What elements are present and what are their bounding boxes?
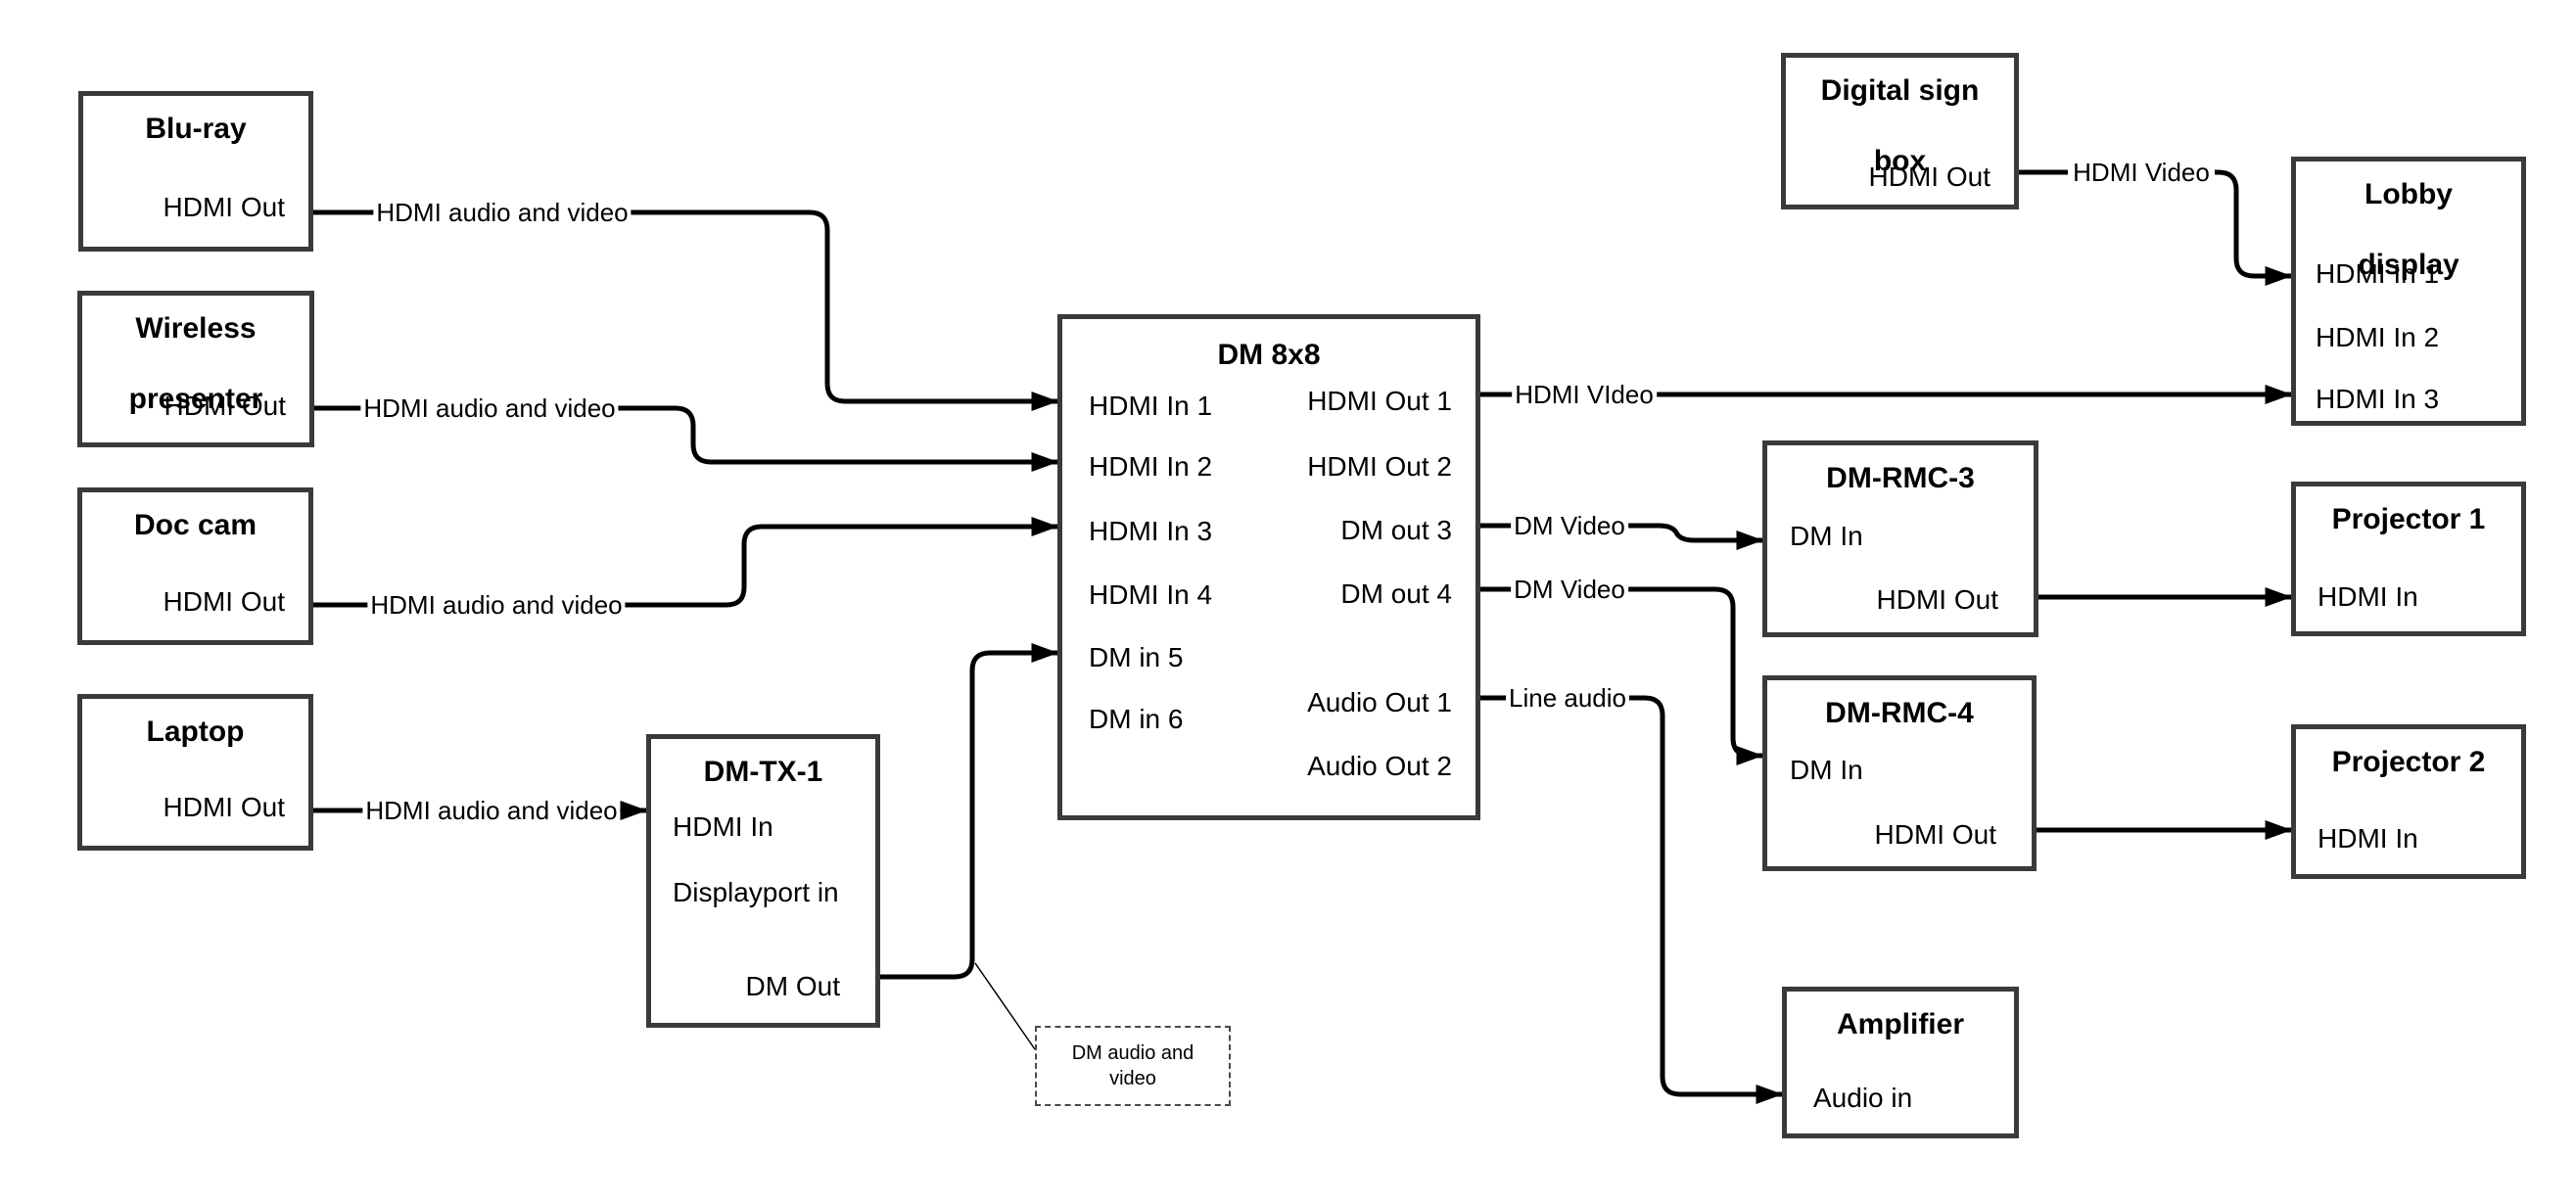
node-bluray-title: Blu-ray	[145, 113, 247, 145]
node-projector1-title: Projector 1	[2331, 503, 2486, 535]
node-dmrmc4: DM-RMC-4 DM In HDMI Out	[1762, 675, 2037, 871]
wire-audioout1-to-amplifier	[1620, 695, 1783, 1104]
note-dm-audio-and-video: DM audio and video	[1035, 1026, 1231, 1106]
node-dmtx1-port-dm-out: DM Out	[745, 971, 840, 1001]
note-dm-audio-and-video-text: DM audio and video	[1071, 1042, 1194, 1089]
node-projector2-port-hdmi-in: HDMI In	[2318, 823, 2418, 854]
node-dmrmc3: DM-RMC-3 DM In HDMI Out	[1762, 440, 2038, 637]
node-doccam-port-hdmi-out: HDMI Out	[163, 586, 285, 617]
node-dm8x8: DM 8x8 HDMI In 1 HDMI In 2 HDMI In 3 HDM…	[1057, 314, 1480, 820]
node-digital-sign-box-title: Digital sign box	[1786, 73, 2014, 179]
node-laptop-title: Laptop	[146, 716, 245, 748]
node-doccam-title: Doc cam	[133, 509, 258, 541]
node-dm8x8-title: DM 8x8	[1217, 339, 1321, 371]
node-dmrmc3-port-dm-in: DM In	[1790, 521, 1863, 551]
wire-label-wireless-hdmi-av: HDMI audio and video	[360, 393, 619, 423]
node-amplifier: Amplifier Audio in	[1782, 987, 2019, 1138]
node-digitalsign-title-line2: box	[1873, 145, 1927, 177]
node-laptop: Laptop HDMI Out	[77, 694, 313, 851]
wire-label-doccam-hdmi-av: HDMI audio and video	[367, 590, 626, 620]
node-dm8x8-port-dm-in-6: DM in 6	[1089, 704, 1184, 734]
node-wireless-title-line2: presenter	[128, 383, 263, 415]
node-digitalsign-title-line1: Digital sign	[1820, 74, 1980, 107]
node-digital-sign-box: Digital sign box HDMI Out	[1781, 53, 2019, 209]
node-dmrmc4-port-hdmi-out: HDMI Out	[1874, 819, 1996, 850]
node-dmtx1: DM-TX-1 HDMI In Displayport in DM Out	[646, 734, 880, 1028]
wire-dmout4-to-rmc4	[1623, 586, 1763, 765]
node-wireless-presenter-title: Wireless presenter	[82, 311, 309, 417]
node-projector2-title: Projector 2	[2331, 746, 2486, 778]
wire-label-dm-video-rmc4: DM Video	[1511, 575, 1628, 604]
node-projector2: Projector 2 HDMI In	[2291, 724, 2526, 879]
node-projector1-port-hdmi-in: HDMI In	[2318, 581, 2418, 612]
node-dm8x8-port-dm-in-5: DM in 5	[1089, 642, 1184, 672]
node-dm8x8-port-hdmi-out-1: HDMI Out 1	[1307, 386, 1452, 416]
node-lobby-title-line1: Lobby	[2365, 178, 2453, 210]
node-amplifier-title: Amplifier	[1836, 1008, 1965, 1040]
node-bluray-port-hdmi-out: HDMI Out	[163, 192, 285, 222]
node-dm8x8-port-dm-out-3: DM out 3	[1340, 515, 1452, 545]
node-lobby-display: Lobby display HDMI In 1 HDMI In 2 HDMI I…	[2291, 157, 2526, 426]
node-amplifier-port-audio-in: Audio in	[1813, 1083, 1913, 1113]
node-lobby-title-line2: display	[2358, 249, 2459, 281]
wire-digitalsign-to-lobby	[2215, 169, 2292, 286]
node-dm8x8-port-hdmi-in-2: HDMI In 2	[1089, 451, 1213, 482]
node-dm8x8-port-dm-out-4: DM out 4	[1340, 578, 1452, 609]
node-dmrmc3-port-hdmi-out: HDMI Out	[1876, 584, 1998, 615]
node-lobby-port-hdmi-in-2: HDMI In 2	[2316, 322, 2440, 352]
node-wireless-presenter: Wireless presenter HDMI Out	[77, 291, 314, 447]
node-dm8x8-port-audio-out-1: Audio Out 1	[1307, 687, 1452, 717]
node-laptop-port-hdmi-out: HDMI Out	[163, 792, 285, 822]
node-digital-sign-box-port-hdmi-out: HDMI Out	[1868, 162, 1991, 192]
node-dmrmc4-title: DM-RMC-4	[1825, 697, 1974, 729]
node-lobby-display-title: Lobby display	[2296, 177, 2521, 283]
node-wireless-port-hdmi-out: HDMI Out	[164, 391, 286, 421]
wire-label-line-audio: Line audio	[1506, 683, 1629, 713]
node-dmtx1-port-displayport-in: Displayport in	[673, 877, 839, 907]
node-wireless-title-line1: Wireless	[135, 312, 257, 345]
wire-doccam-to-dm8x8	[609, 517, 1058, 608]
wire-label-bluray-hdmi-av: HDMI audio and video	[373, 198, 632, 227]
node-dmtx1-port-hdmi-in: HDMI In	[673, 811, 773, 842]
node-lobby-port-hdmi-in-3: HDMI In 3	[2316, 384, 2440, 414]
wire-label-dm-video-rmc3: DM Video	[1511, 511, 1628, 540]
node-dm8x8-port-hdmi-in-4: HDMI In 4	[1089, 579, 1213, 610]
node-dm8x8-port-audio-out-2: Audio Out 2	[1307, 751, 1452, 781]
leader-dm-note	[974, 962, 1036, 1050]
wire-dmout3-to-rmc3	[1623, 523, 1763, 550]
node-dmrmc3-title: DM-RMC-3	[1826, 462, 1975, 494]
wire-label-laptop-hdmi-av: HDMI audio and video	[362, 796, 621, 825]
wire-wireless-to-dm8x8	[597, 405, 1058, 472]
node-dm8x8-port-hdmi-in-1: HDMI In 1	[1089, 391, 1213, 421]
node-dm8x8-port-hdmi-out-2: HDMI Out 2	[1307, 451, 1452, 482]
wire-dmtx1-to-dm8x8	[880, 643, 1058, 980]
node-bluray: Blu-ray HDMI Out	[78, 91, 313, 252]
node-projector1: Projector 1 HDMI In	[2291, 482, 2526, 636]
wire-label-hdmi-video-digitalsign: HDMI Video	[2070, 158, 2213, 187]
node-lobby-port-hdmi-in-1: HDMI In 1	[2316, 258, 2440, 289]
wire-bluray-to-dm8x8	[623, 209, 1058, 411]
node-dmtx1-title: DM-TX-1	[703, 756, 823, 788]
node-dmrmc4-port-dm-in: DM In	[1790, 755, 1863, 785]
wire-label-hdmi-video-lobby: HDMI VIdeo	[1512, 380, 1657, 409]
node-dm8x8-port-hdmi-in-3: HDMI In 3	[1089, 516, 1213, 546]
node-doccam: Doc cam HDMI Out	[77, 487, 313, 645]
